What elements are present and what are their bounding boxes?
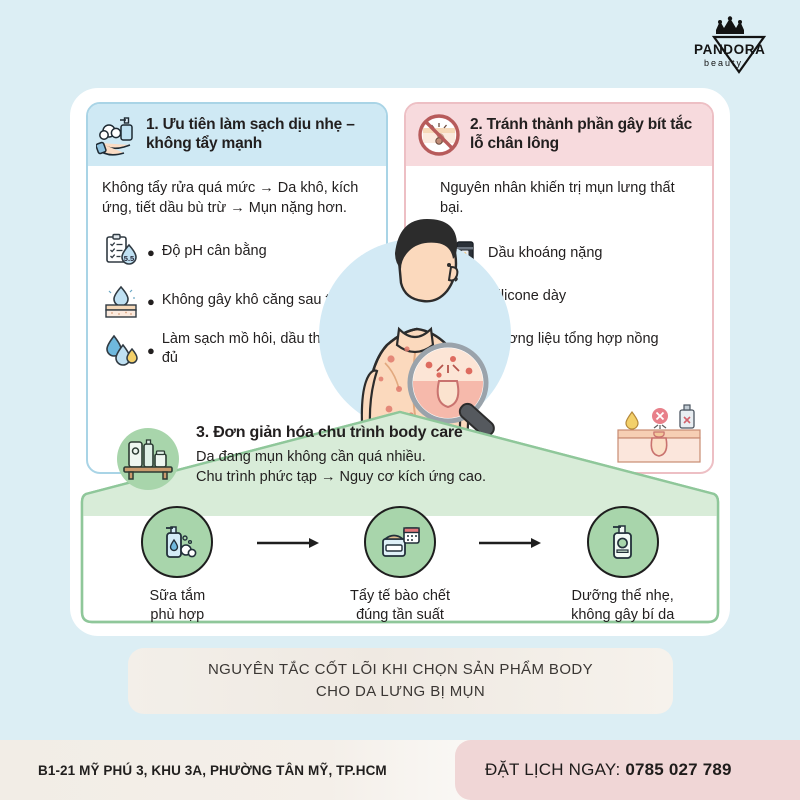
phone-number[interactable]: 0785 027 789 xyxy=(625,760,732,779)
step-label: Tẩy tế bào chết đúng tần suất xyxy=(350,587,450,625)
bullet-dot: ● xyxy=(147,293,155,309)
step-item: Tẩy tế bào chết đúng tần suất xyxy=(321,506,480,625)
panel-3-title: 3. Đơn giản hóa chu trình body care xyxy=(196,424,463,441)
footer-cta-block[interactable]: ĐẶT LỊCH NGAY: 0785 027 789 xyxy=(455,740,800,800)
body-wash-bottle-icon xyxy=(141,506,214,578)
step-label-line2: phù hợp xyxy=(150,606,205,623)
shelf-products-icon xyxy=(115,426,181,492)
arrow-right-icon xyxy=(256,506,321,550)
svg-text:5.5: 5.5 xyxy=(124,254,134,263)
panel-3-text-line1: Da đang mụn không cần quá nhiều. xyxy=(196,449,426,465)
hand-soap-foam-icon xyxy=(96,113,140,157)
arrow-right-icon xyxy=(479,506,543,550)
cta-label: ĐẶT LỊCH NGAY: xyxy=(485,760,621,779)
bullet-label: Không gây khô căng sau tắm xyxy=(161,291,350,308)
step-label-line1: Dưỡng thể nhẹ, xyxy=(571,588,674,604)
man-back-acne-magnifier-illustration xyxy=(303,203,527,443)
panel-3-header: 3. Đơn giản hóa chu trình body care Da đ… xyxy=(196,424,696,487)
footer-address-block: B1-21 MỸ PHÚ 3, KHU 3A, PHƯỜNG TÂN MỸ, T… xyxy=(0,740,470,800)
bottom-banner: NGUYÊN TẮC CỐT LÕI KHI CHỌN SẢN PHẨM BOD… xyxy=(128,648,673,714)
banner-line2: CHO DA LƯNG BỊ MỤN xyxy=(315,683,486,700)
avoid-label: Dầu khoáng nặng xyxy=(488,244,603,261)
routine-steps: Sữa tắm phù hợp xyxy=(98,506,702,625)
infographic-card: 1. Ưu tiên làm sạch dịu nhẹ – không tẩy … xyxy=(70,88,730,636)
bullet-dot: ● xyxy=(147,342,155,358)
panel-3-content: 3. Đơn giản hóa chu trình body care Da đ… xyxy=(78,408,722,626)
bullet-label: Độ pH cân bằng xyxy=(161,242,267,259)
step-label-line2: đúng tần suất xyxy=(356,606,444,623)
panel-2-body: Nguyên nhân khiến trị mụn lưng thất bại. xyxy=(406,166,712,218)
step-label: Sữa tắm phù hợp xyxy=(150,587,206,625)
panel-1-bullet-list: 5.5 ● Độ pH cân bằng xyxy=(102,232,372,368)
panel-simplify-routine: 3. Đơn giản hóa chu trình body care Da đ… xyxy=(78,408,722,626)
bullet-item: ● Không gây khô căng sau tắm xyxy=(102,281,372,319)
no-clogged-pore-icon xyxy=(416,112,462,158)
step-label: Dưỡng thể nhẹ, không gây bí da xyxy=(571,587,674,625)
brand-sub: beauty xyxy=(704,58,743,68)
panel-2-title: 2. Tránh thành phần gây bít tắc lỗ chân … xyxy=(470,116,693,152)
clogged-pore-cross-section-icon xyxy=(616,402,702,464)
panel-2-header: 2. Tránh thành phần gây bít tắc lỗ chân … xyxy=(406,104,712,166)
bullet-label: Làm sạch mồ hôi, dầu thừa vừa đủ xyxy=(161,331,368,366)
brand-logo: PANDORA beauty xyxy=(678,12,782,84)
clipboard-ph-drop-icon: 5.5 xyxy=(102,232,140,270)
banner-line1: NGUYÊN TẮC CỐT LÕI KHI CHỌN SẢN PHẨM BOD… xyxy=(207,660,594,678)
bullet-dot: ● xyxy=(147,244,155,260)
bullet-item: 5.5 ● Độ pH cân bằng xyxy=(102,232,372,270)
scrub-jar-calendar-icon xyxy=(364,506,436,578)
panel-1-header: 1. Ưu tiên làm sạch dịu nhẹ – không tẩy … xyxy=(88,104,386,166)
two-drops-icon xyxy=(102,330,140,368)
drop-skin-layer-icon xyxy=(102,281,140,319)
avoid-label: Hương liệu tổng hợp nồng xyxy=(488,330,659,347)
address-text: B1-21 MỸ PHÚ 3, KHU 3A, PHƯỜNG TÂN MỸ, T… xyxy=(38,762,387,778)
brand-name: PANDORA xyxy=(694,42,765,57)
panel-3-text: Da đang mụn không cần quá nhiều. Chu trì… xyxy=(196,448,696,487)
step-item: Sữa tắm phù hợp xyxy=(98,506,257,625)
panel-1-title: 1. Ưu tiên làm sạch dịu nhẹ – không tẩy … xyxy=(146,116,355,152)
panel-3-text-line2: Chu trình phức tạp → Nguy cơ kích ứng ca… xyxy=(196,468,487,485)
bullet-item: ● Làm sạch mồ hôi, dầu thừa vừa đủ xyxy=(102,330,372,368)
step-label-line1: Tẩy tế bào chết xyxy=(350,588,450,604)
step-label-line2: không gây bí da xyxy=(571,606,675,623)
footer: B1-21 MỸ PHÚ 3, KHU 3A, PHƯỜNG TÂN MỸ, T… xyxy=(0,740,800,800)
panel-2-text: Nguyên nhân khiến trị mụn lưng thất bại. xyxy=(440,180,675,216)
lotion-pump-bottle-icon xyxy=(586,506,659,578)
avoid-label: Silicone dày xyxy=(488,287,567,304)
step-item: Dưỡng thể nhẹ, không gây bí da xyxy=(543,506,702,625)
cta-text: ĐẶT LỊCH NGAY: 0785 027 789 xyxy=(455,760,732,780)
panel-1-body: Không tẩy rửa quá mức → Da khô, kích ứng… xyxy=(88,166,386,368)
step-label-line1: Sữa tắm xyxy=(149,588,206,604)
panel-1-text: Không tẩy rửa quá mức → Da khô, kích ứng… xyxy=(102,180,359,216)
